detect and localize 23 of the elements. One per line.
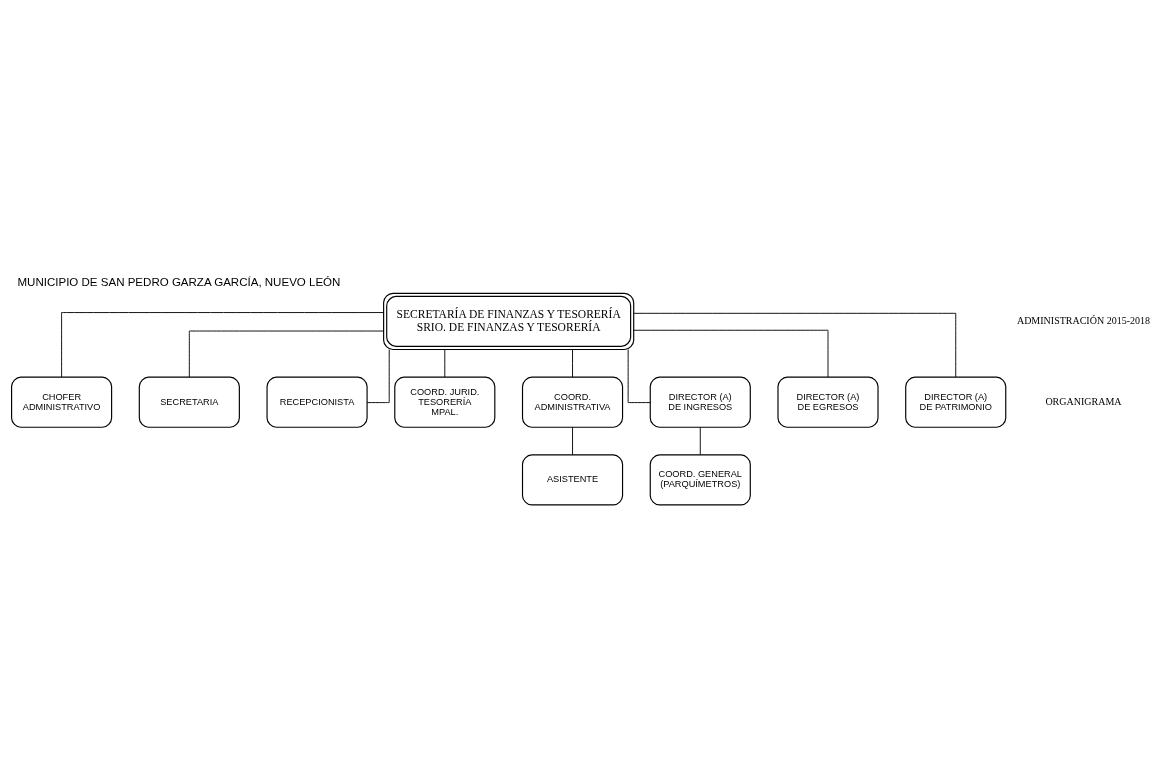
connector	[627, 349, 651, 404]
node-box: ASISTENTE	[521, 454, 624, 506]
node-box: RECEPCIONISTA	[266, 376, 368, 428]
connector	[188, 330, 385, 378]
node-box: DIRECTOR (A) DE EGRESOS	[777, 376, 879, 428]
node-box: DIRECTOR (A) DE PATRIMONIO	[905, 376, 1007, 428]
connector	[444, 349, 446, 378]
node-box: COORD. ADMINISTRATIVA	[521, 376, 624, 428]
label: ORGANIGRAMA	[1045, 395, 1122, 407]
node-box: SECRETARIA	[138, 376, 240, 428]
connector	[633, 312, 957, 378]
node-box: COORD. GENERAL (PARQUÍMETROS)	[649, 454, 751, 506]
node-box: COORD. JURID. TESORERÍA MPAL.	[394, 376, 496, 428]
diagram-title: MUNICIPIO DE SAN PEDRO GARZA GARCÍA, NUEVO LEÓN	[17, 276, 341, 289]
connector	[366, 349, 390, 404]
node-box: CHOFER ADMINISTRATIVO	[11, 376, 113, 428]
connector	[572, 426, 573, 456]
connector	[61, 312, 384, 378]
label: ADMINISTRACIÓN 2015-2018	[1016, 315, 1150, 327]
node-box: DIRECTOR (A) DE INGRESOS	[649, 376, 751, 428]
connector	[633, 329, 829, 378]
connector	[699, 426, 701, 456]
connector	[572, 349, 573, 378]
